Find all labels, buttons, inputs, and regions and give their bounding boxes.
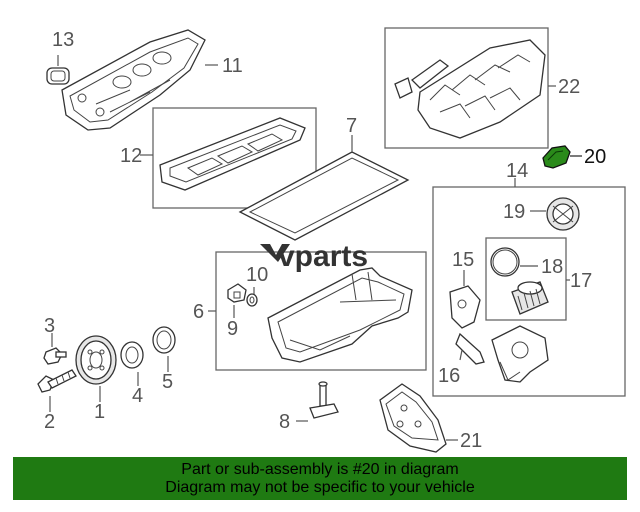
callout-12: 12 [120, 145, 142, 167]
part-9-drain-plug[interactable] [227, 283, 247, 303]
callout-20: 20 [584, 146, 606, 168]
watermark-text: vparts [278, 240, 368, 273]
callout-13: 13 [52, 29, 74, 51]
callout-6: 6 [193, 301, 204, 323]
part-22-intake-manifold[interactable] [394, 39, 546, 139]
callout-15: 15 [452, 249, 474, 271]
callout-10: 10 [246, 264, 268, 286]
callout-2: 2 [44, 411, 55, 433]
callout-22: 22 [558, 76, 580, 98]
callout-5: 5 [162, 371, 173, 393]
part-3-bolt[interactable] [43, 347, 67, 365]
banner-line-2: Diagram may not be specific to your vehi… [165, 479, 475, 496]
callout-8: 8 [279, 411, 290, 433]
box-22 [384, 27, 549, 149]
callout-1: 1 [94, 401, 105, 423]
callout-7: 7 [346, 115, 357, 137]
callout-21: 21 [460, 430, 482, 452]
part-8-oil-level-sensor[interactable] [309, 381, 339, 419]
banner-line-1: Part or sub-assembly is #20 in diagram [181, 461, 459, 478]
part-4-seal-ring[interactable] [120, 341, 144, 369]
part-14-filter-housing[interactable] [491, 325, 549, 383]
callout-18: 18 [541, 256, 563, 278]
callout-9: 9 [227, 318, 238, 340]
part-16-seal[interactable] [455, 332, 485, 365]
callout-19: 19 [503, 201, 525, 223]
box-17 [485, 237, 567, 321]
part-11-cylinder-head-cover[interactable] [61, 29, 206, 131]
part-18-o-ring[interactable] [490, 247, 520, 277]
parts-diagram: 13 11 12 7 22 [37, 27, 626, 453]
callout-11: 11 [222, 55, 243, 77]
part-21-timing-cover[interactable] [379, 383, 447, 453]
part-10-washer[interactable] [246, 293, 258, 307]
part-6-oil-pan[interactable] [267, 267, 413, 363]
watermark-logo: vparts [260, 240, 368, 273]
callout-17: 17 [570, 270, 592, 292]
callout-4: 4 [132, 385, 143, 407]
info-banner: Part or sub-assembly is #20 in diagram D… [13, 457, 627, 500]
part-15-gasket[interactable] [449, 285, 481, 329]
part-1-vibration-damper[interactable] [75, 335, 117, 385]
part-5-shaft-seal[interactable] [152, 326, 176, 354]
part-17-filter-element[interactable] [511, 281, 549, 315]
part-13-oil-filler-cap[interactable] [46, 55, 70, 85]
box-14 [432, 186, 626, 397]
box-12 [152, 107, 317, 209]
callout-16: 16 [438, 365, 460, 387]
callout-14: 14 [506, 160, 528, 182]
callout-3: 3 [44, 315, 55, 337]
part-20-sensor[interactable] [542, 145, 571, 169]
part-12-gasket-set[interactable] [159, 117, 306, 191]
part-19-filter-cap[interactable] [546, 197, 580, 231]
part-2-bolt[interactable] [37, 369, 77, 393]
part-7-gasket[interactable] [238, 151, 410, 241]
